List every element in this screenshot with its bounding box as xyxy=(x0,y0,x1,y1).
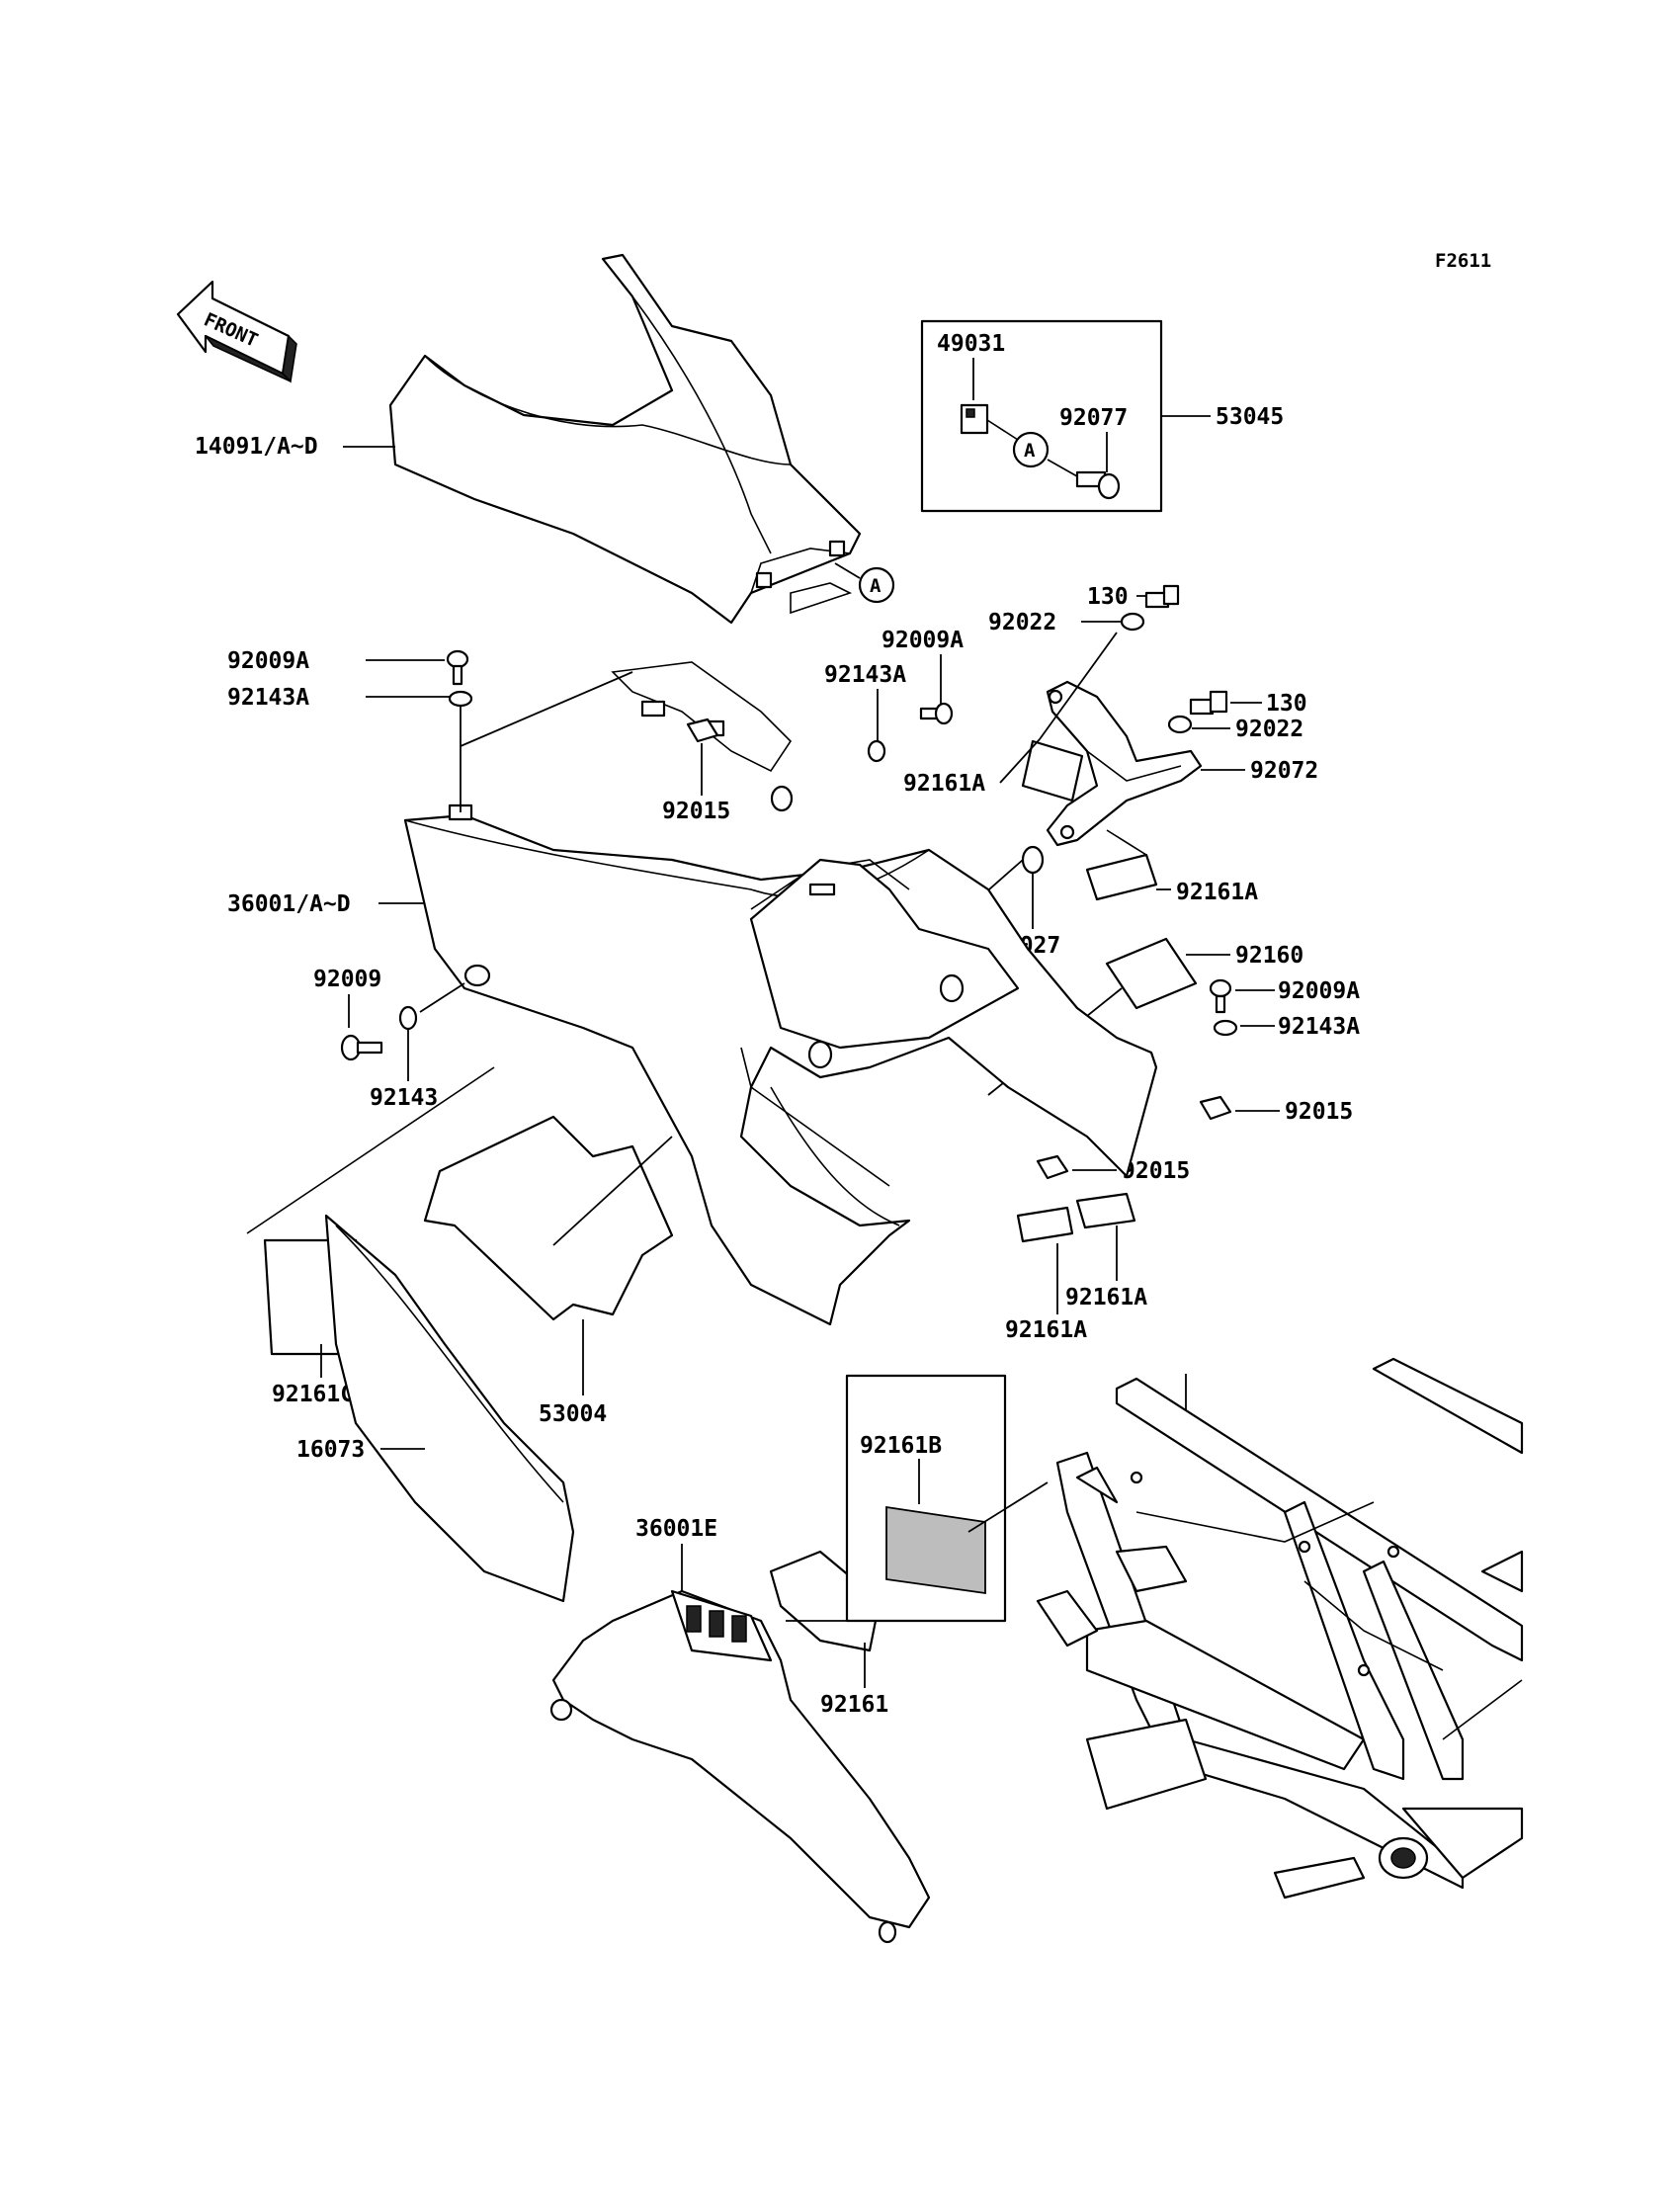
part-92143A-washer-right xyxy=(1213,1019,1238,1037)
label-92143A-mid: 92143A xyxy=(824,662,906,688)
label-92022-a: 92022 xyxy=(988,610,1056,635)
callout-a-kit-circle xyxy=(1012,431,1050,468)
part-92072-bracket xyxy=(1046,680,1203,847)
label-92072: 92072 xyxy=(1250,758,1318,784)
label-92009A-left: 92009A xyxy=(227,648,309,674)
label-14091: 14091/A~D xyxy=(195,434,318,460)
label-92022-b: 92022 xyxy=(1235,717,1303,742)
label-92161B: 92161B xyxy=(860,1433,942,1459)
label-92161A-b: 92161A xyxy=(1176,880,1258,905)
label-36001: 36001/A~D xyxy=(227,891,351,917)
callout-a-label: A xyxy=(870,575,882,597)
label-49031: 49031 xyxy=(937,331,1005,357)
part-92143-washer xyxy=(398,1005,418,1031)
part-92015-clip-b xyxy=(1199,1095,1232,1121)
label-92143A-right: 92143A xyxy=(1278,1014,1360,1040)
part-36001E-cover xyxy=(549,1589,931,1944)
part-92161A-pad-a xyxy=(1021,739,1084,803)
label-92161: 92161 xyxy=(820,1692,888,1718)
callout-a-kit-label: A xyxy=(1024,440,1036,462)
part-92009-screw xyxy=(340,1034,383,1061)
part-92143A-washer-left xyxy=(448,690,473,708)
label-92161A-d: 92161A xyxy=(1005,1317,1087,1343)
label-36001E: 36001E xyxy=(635,1516,717,1542)
front-arrow-icon: FRONT xyxy=(176,280,297,383)
part-92077-pin xyxy=(1075,470,1121,500)
part-92160-pad xyxy=(1105,937,1198,1010)
label-92015-c: 92015 xyxy=(1122,1158,1190,1184)
part-92009A-screw-top xyxy=(919,702,954,725)
label-92009A-right: 92009A xyxy=(1278,978,1360,1004)
part-92015-clip-a xyxy=(686,718,719,743)
part-92022-washer-b xyxy=(1167,715,1193,734)
part-49031-lock xyxy=(960,403,1019,441)
label-130-a: 130 xyxy=(1087,584,1129,610)
part-130-bolt-b xyxy=(1189,690,1228,716)
label-92077: 92077 xyxy=(1059,405,1128,431)
part-92161A-pad-c xyxy=(1016,1206,1074,1243)
label-53045: 53045 xyxy=(1216,404,1284,430)
callout-a-circle xyxy=(858,566,895,604)
part-92161B-pad xyxy=(885,1505,986,1595)
reference-frame xyxy=(1036,1357,1524,1900)
part-92009A-screw-left xyxy=(446,649,469,686)
part-53004-mat xyxy=(423,1115,674,1321)
label-16073: 16073 xyxy=(296,1437,365,1463)
part-92022-washer-a xyxy=(1120,612,1145,632)
part-92143A-washer-mid xyxy=(867,739,886,763)
label-92009A-top: 92009A xyxy=(882,628,964,653)
part-92161A-pad-b xyxy=(1085,853,1158,901)
label-92143A-left: 92143A xyxy=(227,685,309,711)
label-130-b: 130 xyxy=(1266,691,1307,717)
label-92015-a: 92015 xyxy=(662,799,730,824)
part-14091-cover xyxy=(388,253,862,625)
label-92015-b: 92015 xyxy=(1285,1099,1353,1125)
part-92027-grommet xyxy=(1021,845,1045,875)
figure-code: F2611 xyxy=(1435,250,1491,272)
label-92143: 92143 xyxy=(370,1085,438,1111)
label-92161A-c: 92161A xyxy=(1065,1285,1147,1310)
label-53004: 53004 xyxy=(539,1401,607,1427)
part-130-bolt-a xyxy=(1144,584,1180,609)
label-92160: 92160 xyxy=(1235,943,1303,969)
part-92161-sleeve xyxy=(769,1550,882,1652)
part-92015-clip-c xyxy=(1036,1154,1069,1180)
part-92009A-screw-right xyxy=(1209,978,1232,1014)
part-92161A-pad-d xyxy=(1075,1192,1136,1229)
label-92009: 92009 xyxy=(313,967,381,992)
label-92161C: 92161C xyxy=(272,1382,354,1407)
label-92161A-a: 92161A xyxy=(903,771,985,797)
part-16073-panel xyxy=(324,1214,575,1603)
